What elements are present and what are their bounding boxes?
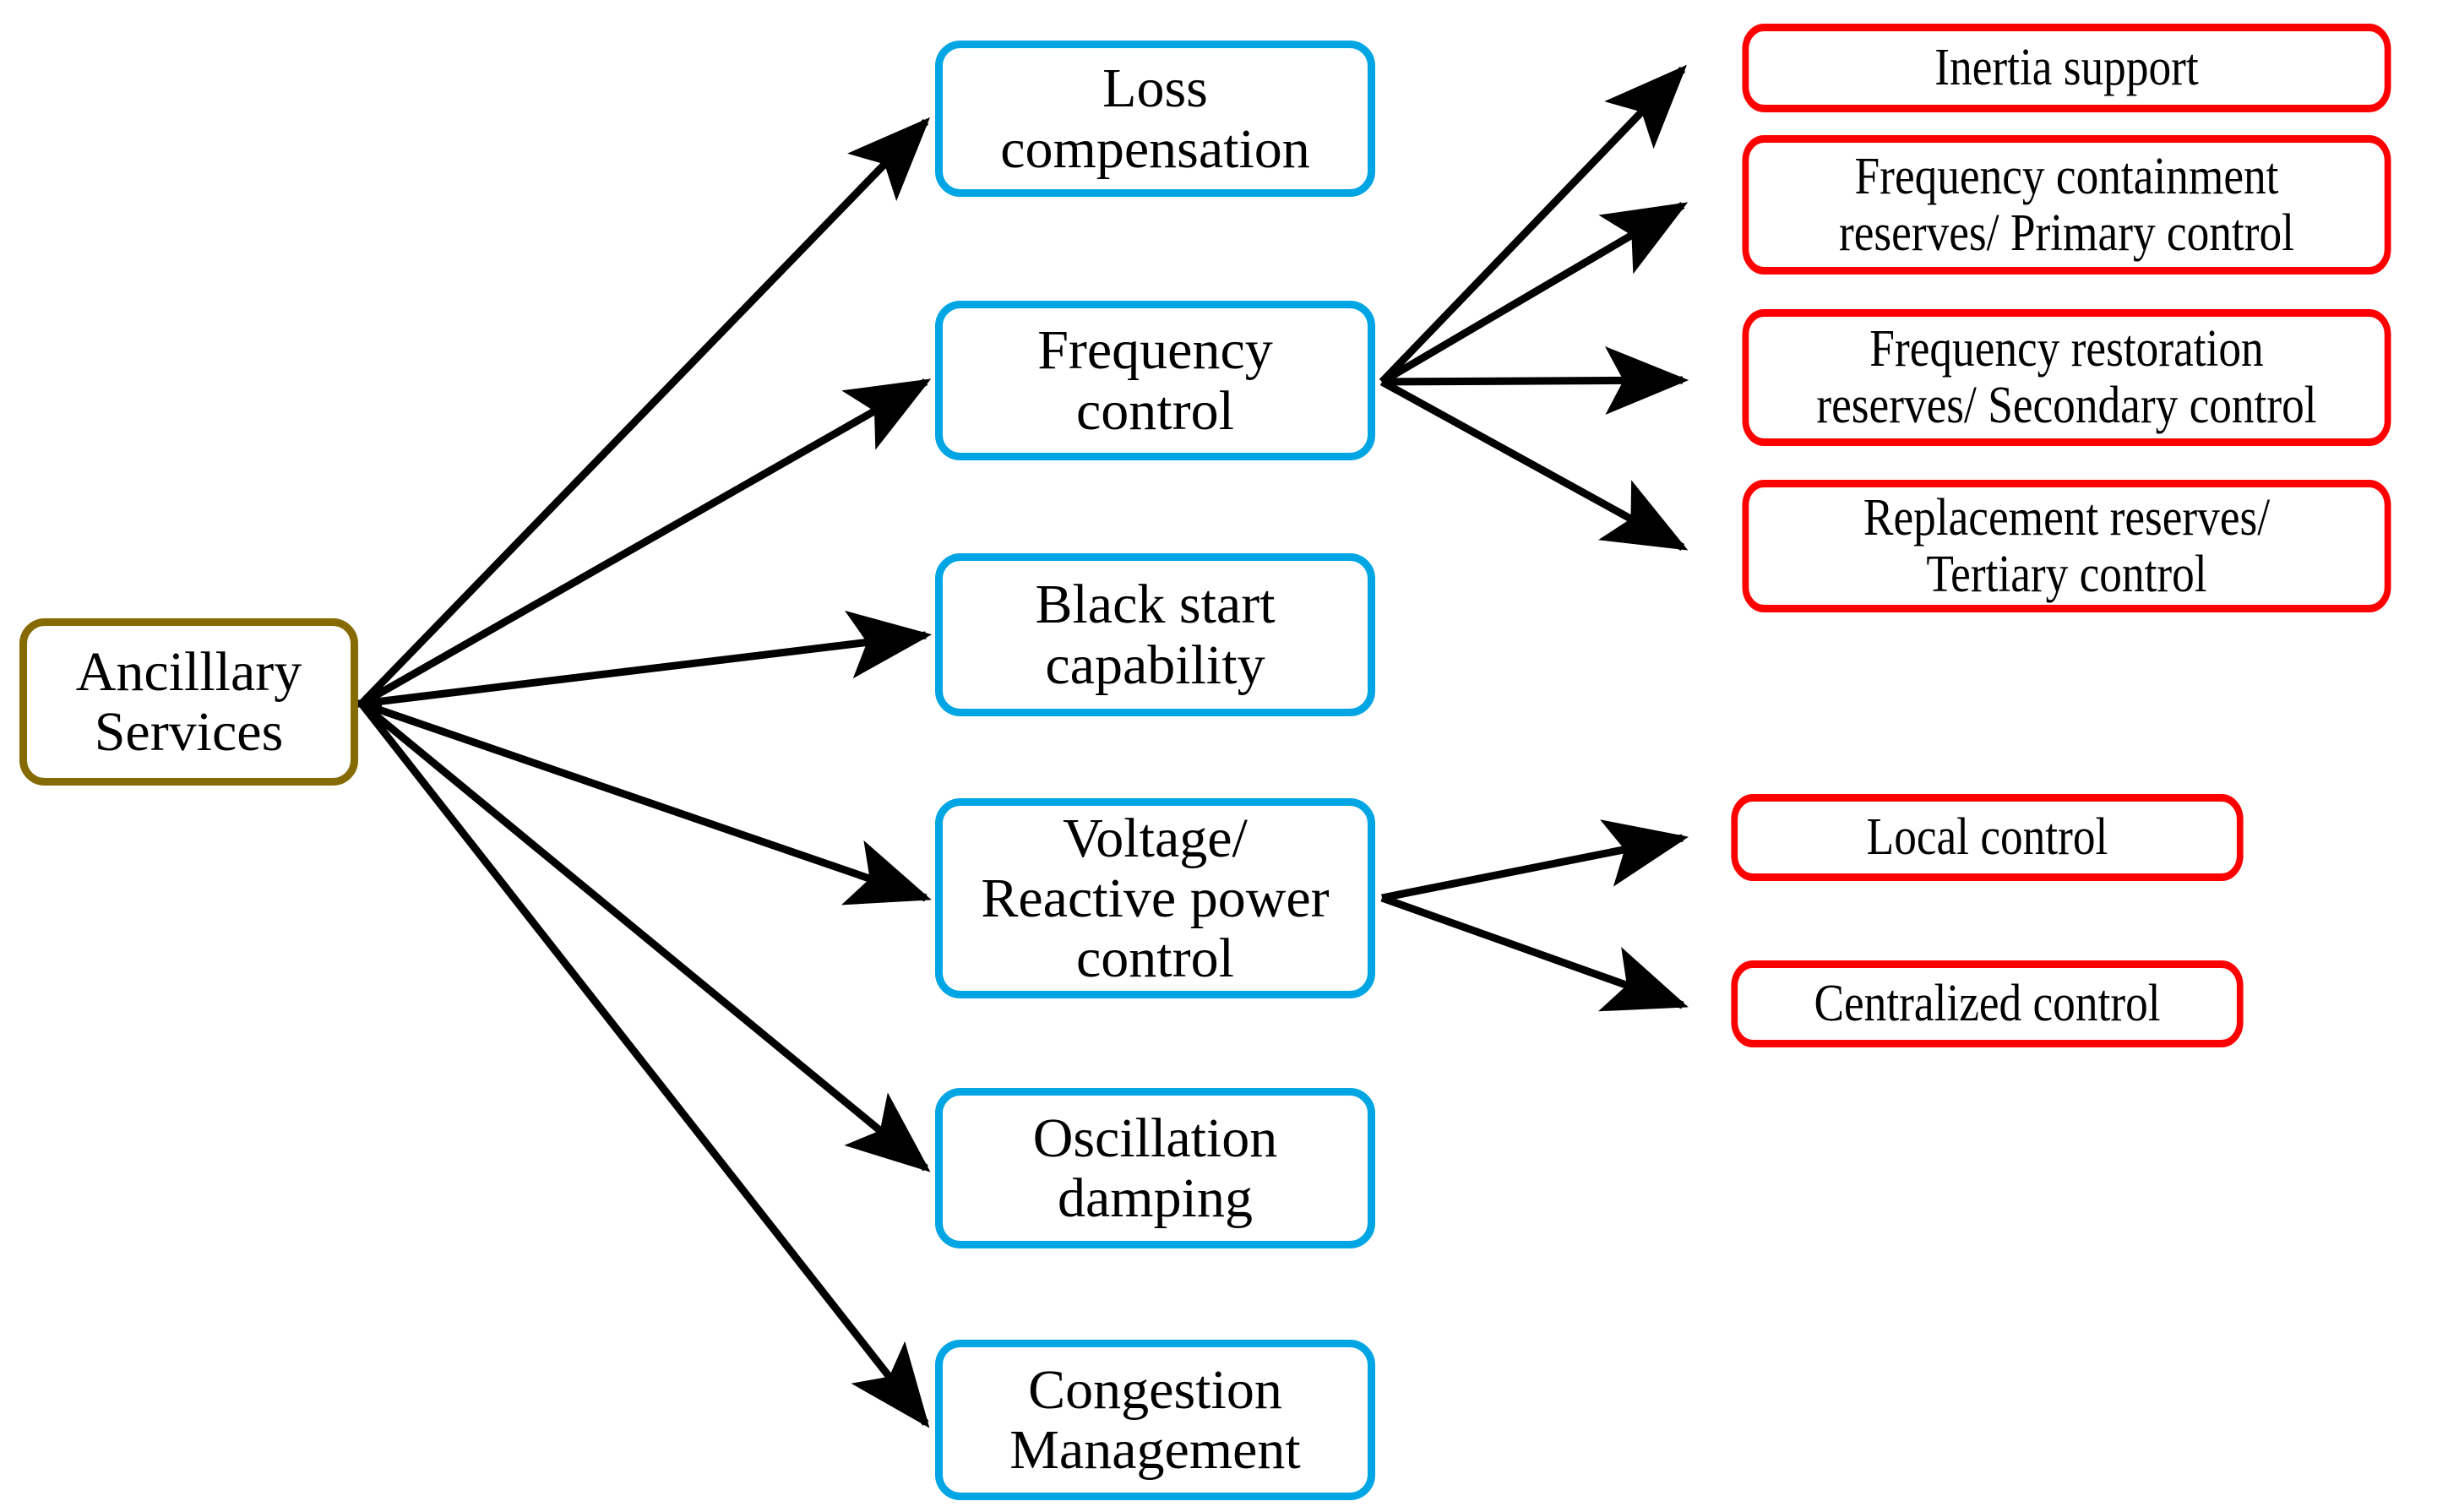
node-label: Loss compensation	[1000, 57, 1310, 180]
node-black-start-capability[interactable]: Black start capability	[935, 553, 1375, 716]
edge-root-to-loss-compensation	[358, 117, 931, 707]
node-local-control[interactable]: Local control	[1731, 794, 2244, 881]
node-label: Inertia support	[1934, 39, 2199, 97]
edge-root-to-frequency-control	[359, 378, 932, 707]
edge-frequency-control-to-frr-secondary	[1381, 346, 1689, 416]
node-centralized-control[interactable]: Centralized control	[1731, 960, 2244, 1047]
node-label: Centralized control	[1814, 975, 2161, 1033]
node-label: Black start capability	[1035, 574, 1276, 696]
node-label: Replacement reserves/ Tertiary control	[1863, 488, 2271, 603]
node-ancillary-services[interactable]: Ancilllary Services	[19, 618, 358, 786]
node-label: Oscillation damping	[1032, 1107, 1278, 1229]
node-loss-compensation[interactable]: Loss compensation	[935, 41, 1375, 197]
node-congestion-management[interactable]: Congestion Management	[935, 1340, 1375, 1500]
node-label: Voltage/ Reactive power control	[981, 807, 1330, 990]
node-label: Congestion Management	[1009, 1358, 1301, 1481]
node-frequency-containment-reserves[interactable]: Frequency containment reserves/ Primary …	[1742, 135, 2391, 275]
node-label: Ancilllary Services	[75, 640, 302, 763]
node-oscillation-damping[interactable]: Oscillation damping	[935, 1088, 1375, 1248]
node-replacement-reserves[interactable]: Replacement reserves/ Tertiary control	[1742, 480, 2391, 612]
edge-root-to-congestion-management	[358, 701, 930, 1428]
edge-frequency-control-to-fcr-primary	[1379, 202, 1689, 385]
edge-root-to-black-start	[361, 610, 933, 708]
edge-root-to-oscillation-damping	[359, 700, 931, 1172]
node-voltage-reactive-power-control[interactable]: Voltage/ Reactive power control	[935, 798, 1375, 998]
node-inertia-support[interactable]: Inertia support	[1742, 24, 2391, 112]
node-label: Local control	[1866, 808, 2108, 867]
node-frequency-restoration-reserves[interactable]: Frequency restoration reserves/ Secondar…	[1742, 309, 2391, 446]
node-label: Frequency control	[1037, 319, 1273, 442]
node-label: Frequency restoration reserves/ Secondar…	[1816, 320, 2317, 434]
edge-voltage-reactive-to-local-control	[1381, 819, 1689, 902]
edge-frequency-control-to-rr-tertiary	[1379, 378, 1689, 551]
node-frequency-control[interactable]: Frequency control	[935, 301, 1375, 460]
edge-root-to-voltage-reactive	[360, 699, 932, 906]
node-label: Frequency containment reserves/ Primary …	[1839, 147, 2294, 262]
edge-voltage-reactive-to-centralized-control	[1380, 894, 1689, 1012]
edge-frequency-control-to-inertia-support	[1379, 64, 1687, 385]
